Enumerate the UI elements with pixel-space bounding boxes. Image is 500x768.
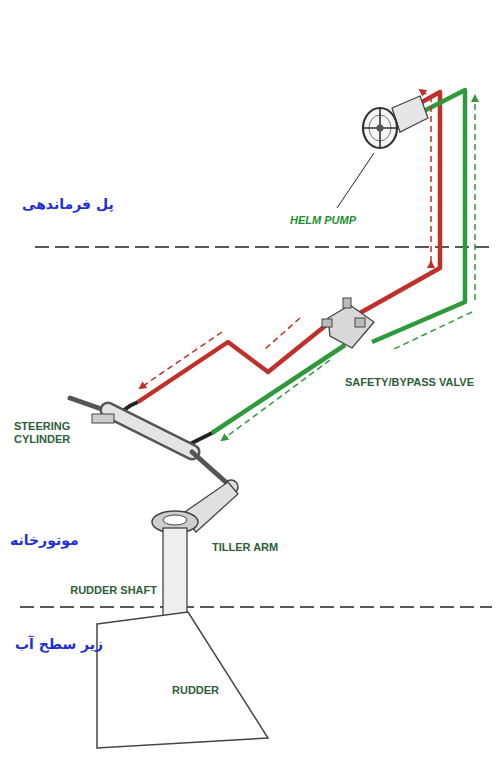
rudder-shaft — [163, 528, 187, 618]
green-hydraulic-line — [212, 345, 345, 433]
flow-arrow — [264, 318, 300, 350]
flow-arrow — [392, 312, 472, 350]
part-label: RUDDER SHAFT — [70, 584, 157, 597]
zone-label: موتورخانه — [10, 532, 79, 549]
red-hydraulic-line — [360, 92, 440, 313]
part-label: HELM PUMP — [290, 214, 356, 227]
helm-pump — [363, 96, 428, 148]
part-label: TILLER ARM — [212, 541, 278, 554]
deck-boundary — [35, 246, 492, 247]
steering-cylinder — [70, 398, 238, 494]
flow-arrow — [140, 332, 222, 388]
part-label: RUDDER — [172, 684, 219, 697]
bypass-valve — [322, 298, 374, 348]
zone-label: زیر سطح آب — [15, 636, 103, 653]
rudder — [97, 612, 268, 748]
part-label: STEERING CYLINDER — [14, 420, 88, 446]
red-hydraulic-line — [138, 322, 330, 402]
flow-arrow — [222, 360, 330, 440]
leader-line — [337, 153, 374, 208]
waterline-boundary — [20, 606, 492, 607]
zone-label: پل فرماندهی — [22, 196, 114, 213]
hose — [124, 402, 138, 410]
part-label: SAFETY/BYPASS VALVE — [345, 376, 474, 389]
tiller-arm — [152, 482, 238, 533]
flow-arrow — [474, 96, 476, 300]
